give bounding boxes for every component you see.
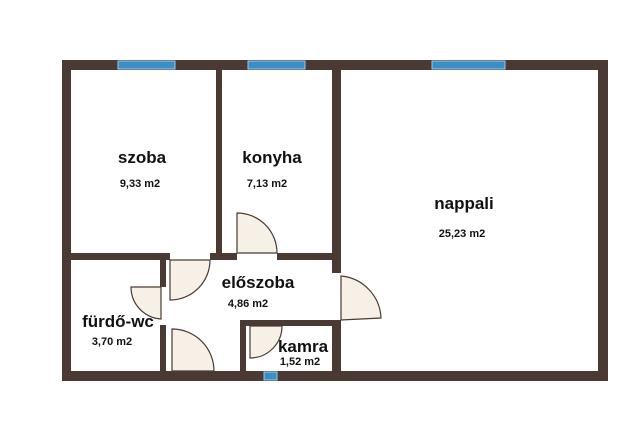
wall-horizontal-right [277,253,332,260]
wall-konyha-nappali-upper [332,70,341,273]
door-furdo [130,286,162,320]
room-area-furdo-wc: 3,70 m2 [92,336,132,348]
window-szoba [117,60,176,70]
room-area-kamra: 1,52 m2 [280,356,320,368]
windows [117,60,506,381]
outer-wall-bottom [62,371,608,381]
door-konyha [236,212,278,254]
wall-kamra-top [240,320,332,326]
room-area-nappali: 25,23 m2 [439,228,485,240]
room-name-szoba: szoba [118,148,167,167]
room-name-furdo-wc: fürdő-wc [82,312,154,331]
walls [62,60,608,381]
outer-wall-left [62,60,71,381]
room-area-eloszoba: 4,86 m2 [228,298,268,310]
room-name-konyha: konyha [242,148,302,167]
wall-furdo-lower [160,325,166,371]
room-name-nappali: nappali [434,194,494,213]
door-kamra [249,325,283,359]
wall-furdo-upper [160,260,166,287]
door-eloszoba [169,259,211,301]
window-konyha [247,60,306,70]
doors [130,212,382,372]
wall-szoba-konyha [216,70,222,258]
outer-wall-right [598,60,608,381]
door-nappali [340,275,382,321]
room-name-kamra: kamra [278,337,329,356]
room-labels: szoba 9,33 m2 konyha 7,13 m2 nappali 25,… [82,148,494,368]
window-nappali [431,60,506,70]
wall-horizontal-mid [210,253,237,260]
room-area-szoba: 9,33 m2 [120,178,160,190]
window-kamra [263,371,278,381]
wall-horizontal-left [71,253,170,260]
room-name-eloszoba: előszoba [222,273,295,292]
room-area-konyha: 7,13 m2 [247,178,287,190]
wall-nappali-lower [332,320,341,371]
door-bottom [171,328,215,372]
wall-kamra-left [240,320,246,371]
